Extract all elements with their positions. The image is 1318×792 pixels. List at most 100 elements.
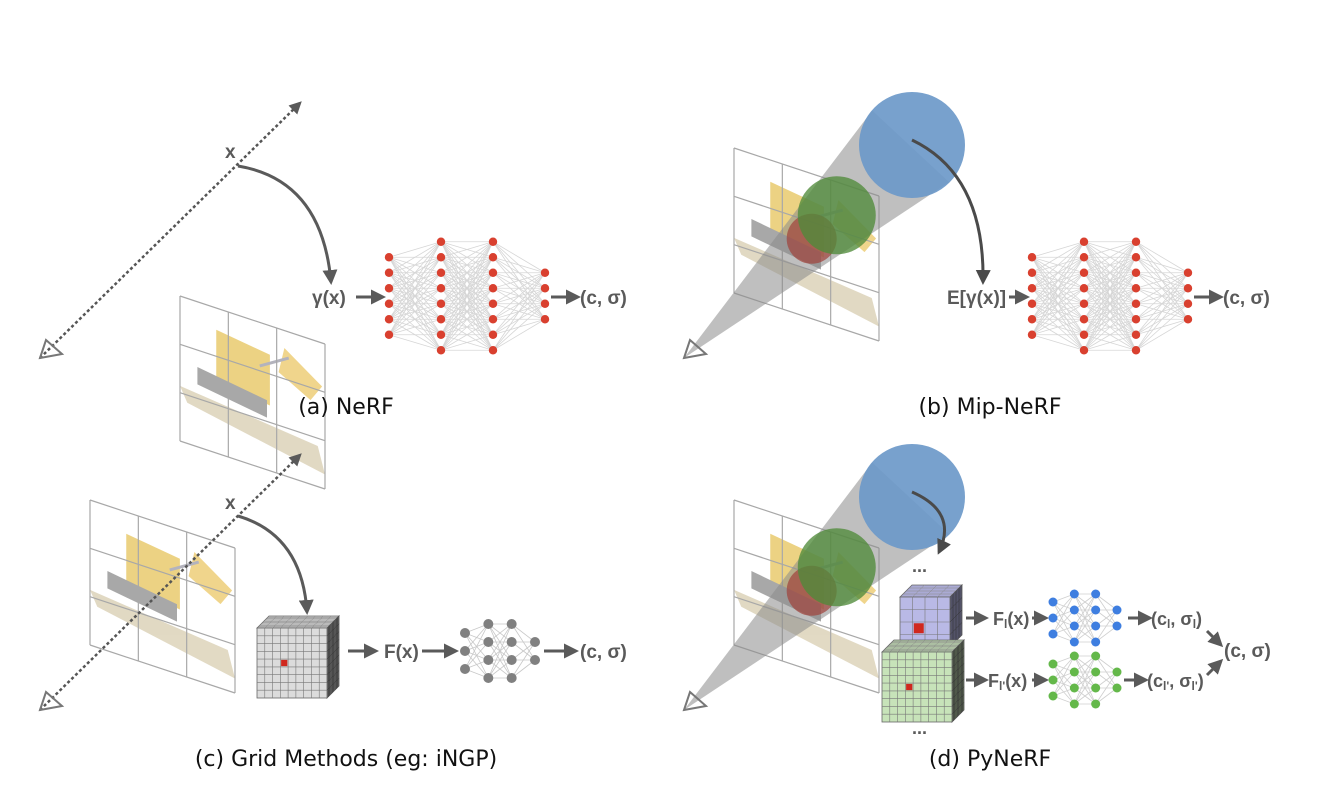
neuron-node — [1048, 629, 1058, 639]
network-edge — [440, 241, 494, 320]
cube-grid-line — [951, 647, 965, 660]
camera-ray — [39, 453, 302, 711]
network-edge — [1031, 303, 1085, 336]
neuron-node — [1079, 299, 1089, 308]
ellipsis-bottom: ... — [912, 718, 927, 738]
caption-a: (a) NeRF — [298, 395, 394, 420]
cube-grid-line — [944, 639, 957, 653]
neuron-node — [460, 646, 470, 656]
network-edge — [440, 241, 494, 335]
ray-a — [38, 101, 302, 360]
network-edge — [1083, 303, 1137, 351]
feature-grid-cube — [256, 615, 340, 699]
cube-grid-line — [311, 615, 324, 629]
neuron-node — [1183, 315, 1193, 324]
neuron-node — [1027, 268, 1037, 277]
neuron-node — [1112, 605, 1122, 615]
network-edge — [492, 272, 546, 305]
neuron-node — [1027, 330, 1037, 339]
network-edges — [1031, 241, 1189, 351]
neuron-node — [384, 284, 394, 293]
network-edge — [1052, 609, 1075, 635]
network-edges — [1052, 655, 1118, 705]
point-label-x: x — [225, 142, 236, 163]
network-edge — [1095, 609, 1118, 643]
neuron-node — [1048, 675, 1058, 685]
input-label-expected-gamma: E[γ(x)] — [947, 288, 1006, 309]
neuron-node — [384, 315, 394, 324]
cube-grid-line — [951, 655, 965, 668]
neuron-node — [436, 237, 446, 246]
network-edge — [464, 623, 489, 670]
mlp-network-a — [384, 237, 550, 355]
network-edge — [1073, 655, 1097, 705]
neuron-node — [1131, 315, 1141, 324]
network-edges — [388, 241, 546, 351]
network-edge — [388, 241, 442, 274]
camera-ray — [39, 101, 302, 359]
cube-grid-line — [326, 623, 340, 636]
network-edge — [492, 303, 546, 351]
output-label-tail: ) — [1198, 671, 1204, 691]
neuron-node — [488, 299, 498, 308]
network-edge — [1083, 318, 1137, 351]
neuron-node — [1027, 253, 1037, 262]
neuron-node — [1079, 268, 1089, 277]
cube-grid-line — [951, 678, 965, 692]
neuron-node — [483, 673, 494, 683]
network-edge — [487, 641, 513, 679]
neuron-node — [1048, 613, 1058, 623]
neuron-node — [506, 655, 517, 665]
camera-eye-icon — [38, 338, 65, 360]
neuron-node — [1112, 667, 1122, 677]
feature-label-l: Fl(x) — [993, 609, 1029, 631]
fine-grid-cube — [881, 639, 965, 723]
network-edge — [492, 256, 546, 274]
grid-line — [89, 644, 236, 694]
neuron-node — [460, 664, 470, 674]
neuron-node — [1091, 621, 1101, 631]
output-label-sub2: l' — [1192, 679, 1198, 693]
network-edge — [1031, 287, 1085, 336]
network-edges — [464, 623, 536, 679]
bulldozer-blade — [278, 347, 323, 401]
neuron-node — [530, 655, 540, 665]
output-label: (c, σ) — [580, 288, 627, 309]
cube-grid-line — [326, 662, 340, 675]
neuron-node — [1091, 667, 1101, 677]
ray-c — [38, 453, 302, 712]
neuron-node — [436, 299, 446, 308]
network-edge — [492, 318, 546, 351]
network-edge — [487, 623, 513, 661]
network-edge — [511, 641, 536, 679]
neuron-node — [1079, 346, 1089, 355]
cube-grid-line — [326, 639, 340, 652]
bulldozer-image — [90, 533, 235, 679]
grid-line — [179, 343, 326, 393]
caption-c: (c) Grid Methods (eg: iNGP) — [195, 747, 497, 772]
grid-line — [179, 392, 326, 442]
bulldozer-arm — [169, 560, 200, 572]
merge-arrow-bottom — [1205, 658, 1224, 677]
cube-grid-line — [287, 615, 301, 629]
feature-label-tail: (x) — [1007, 609, 1029, 629]
neuron-node — [488, 268, 498, 277]
neuron-node — [1027, 299, 1037, 308]
ground-ramp — [90, 589, 235, 679]
neuron-node — [1069, 667, 1079, 677]
neuron-node — [1027, 315, 1037, 324]
caption-d: (d) PyNeRF — [929, 747, 1051, 772]
bulldozer-blade — [188, 551, 233, 605]
cube-grid-line — [319, 615, 332, 629]
neuron-node — [488, 346, 498, 355]
network-edges — [1052, 593, 1118, 643]
network-edge — [492, 272, 546, 289]
point-label-x: x — [225, 493, 236, 514]
neuron-node — [530, 637, 540, 647]
neuron-node — [436, 253, 446, 262]
neuron-node — [1027, 284, 1037, 293]
neuron-node — [1079, 330, 1089, 339]
neuron-node — [1091, 683, 1101, 693]
cube-grid-line — [951, 694, 965, 707]
network-edge — [1135, 256, 1189, 274]
